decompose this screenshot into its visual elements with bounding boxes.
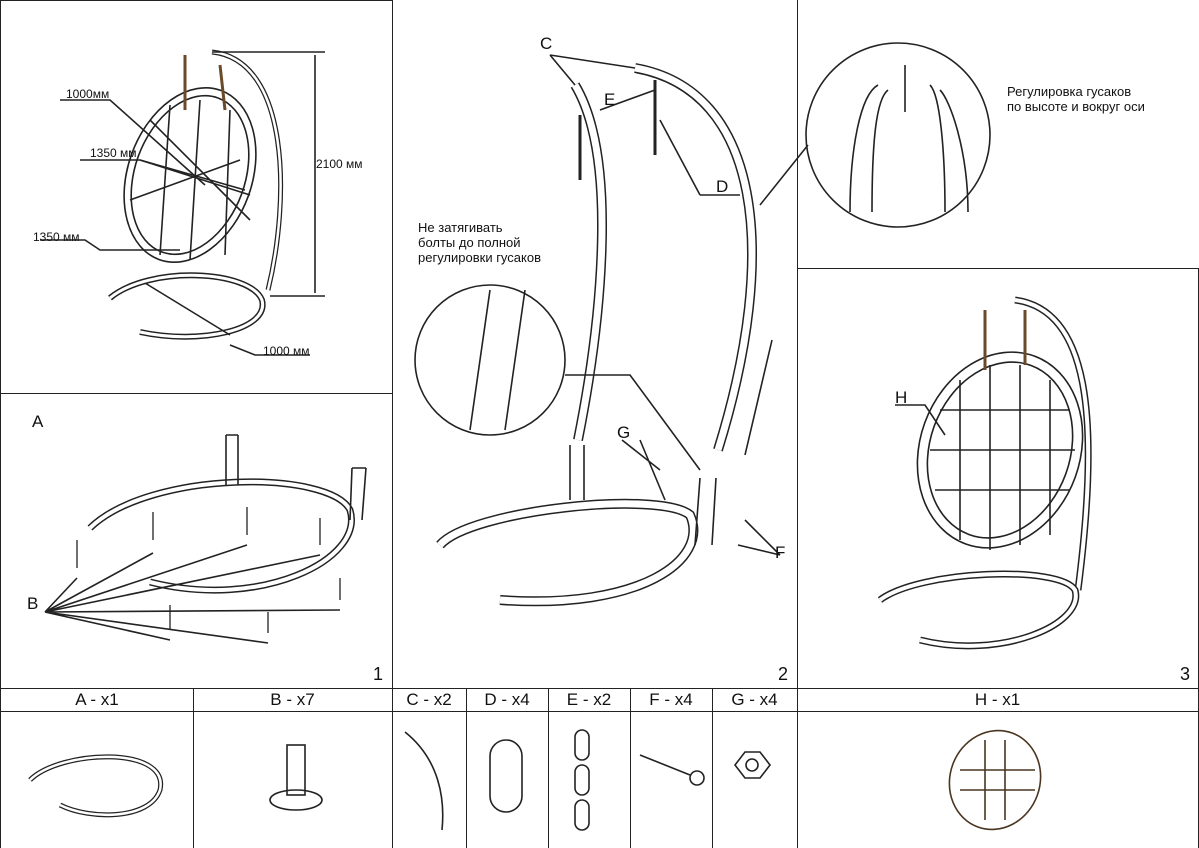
step-number-1: 1 (373, 664, 384, 684)
label-d: D (716, 177, 729, 196)
part-cell-h (797, 712, 1199, 848)
part-header-c: C - x2 (392, 688, 467, 712)
step-number-2: 2 (778, 664, 789, 684)
label-f: F (775, 543, 786, 562)
part-cell-b (193, 712, 393, 848)
part-header-e: E - x2 (548, 688, 631, 712)
note-line: болты до полной (418, 235, 521, 250)
label-g: G (617, 423, 631, 442)
part-cell-g (712, 712, 798, 848)
note-line: Не затягивать (418, 220, 503, 235)
part-cell-a (0, 712, 194, 848)
dimension-total-height: 2100 мм (316, 157, 363, 171)
part-cell-e (548, 712, 631, 848)
callout-line: по высоте и вокруг оси (1007, 99, 1145, 114)
part-cell-d (466, 712, 549, 848)
dimension-seat-depth: 1000мм (66, 87, 110, 101)
base-assembly (44, 434, 367, 644)
step-number-3: 3 (1180, 664, 1191, 684)
label-e: E (604, 90, 616, 109)
note-line: регулировки гусаков (418, 250, 541, 265)
warning-note: Не затягивать болты до полной регулировк… (418, 220, 541, 265)
label-c: C (540, 34, 553, 53)
label-b: B (27, 594, 39, 613)
part-header-a: A - x1 (0, 688, 194, 712)
chair-with-dimensions (40, 49, 325, 356)
part-cell-f (630, 712, 713, 848)
part-header-d: D - x4 (466, 688, 549, 712)
callout-line: Регулировка гусаков (1007, 84, 1132, 99)
part-header-b: B - x7 (193, 688, 393, 712)
assembled-chair (877, 296, 1092, 650)
label-a: A (32, 412, 44, 431)
part-header-f: F - x4 (630, 688, 713, 712)
part-cell-c (392, 712, 467, 848)
part-header-g: G - x4 (712, 688, 798, 712)
part-header-h: H - x1 (797, 688, 1199, 712)
dimension-seat-width: 1350 мм (90, 146, 137, 160)
frame-assembly (414, 42, 991, 607)
dimension-seat-height: 1350 мм (33, 230, 80, 244)
dimension-base: 1000 мм (263, 344, 310, 358)
adjustment-callout: Регулировка гусаков по высоте и вокруг о… (1007, 84, 1145, 114)
label-h: H (895, 388, 908, 407)
parts-icons (28, 729, 1042, 831)
